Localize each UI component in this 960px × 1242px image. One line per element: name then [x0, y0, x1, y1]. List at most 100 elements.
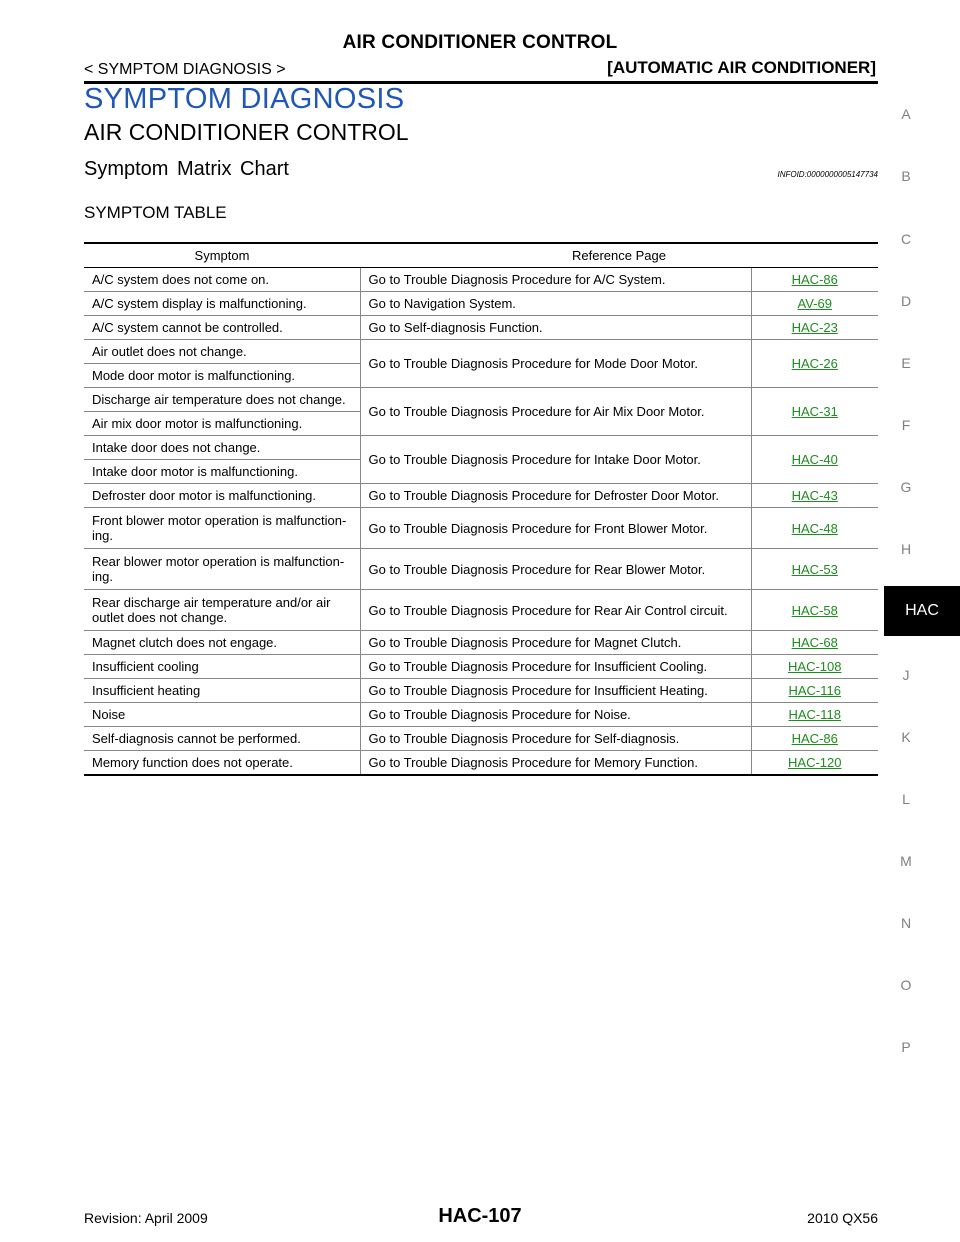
- section-index-k[interactable]: K: [901, 729, 911, 745]
- section-index-l[interactable]: L: [902, 791, 910, 807]
- reference-link[interactable]: HAC-86: [791, 272, 838, 287]
- symptom-cell: A/C system does not come on.: [84, 267, 361, 292]
- reference-link[interactable]: HAC-116: [788, 683, 841, 698]
- reference-link[interactable]: HAC-23: [791, 320, 838, 335]
- reference-link[interactable]: HAC-58: [791, 602, 838, 618]
- symptom-cell: A/C system cannot be controlled.: [84, 315, 361, 340]
- action-cell: Go to Trouble Diagnosis Procedure for Me…: [360, 750, 752, 776]
- table-row: Insufficient cooling Go to Trouble Diagn…: [84, 654, 878, 679]
- reference-link[interactable]: HAC-43: [791, 488, 838, 503]
- action-cell: Go to Trouble Diagnosis Procedure for De…: [360, 483, 752, 508]
- reference-cell: HAC-118: [751, 702, 878, 727]
- symptom-cell: Magnet clutch does not engage.: [84, 630, 361, 655]
- action-cell: Go to Navigation System.: [360, 291, 752, 316]
- reference-cell: HAC-68: [751, 630, 878, 655]
- action-cell: Go to Trouble Diagnosis Procedure for Se…: [360, 726, 752, 751]
- current-section-tab[interactable]: HAC: [884, 586, 960, 636]
- section-index-e[interactable]: E: [901, 355, 911, 371]
- symptom-cell: Self-diagnosis cannot be performed.: [84, 726, 361, 751]
- section-index-d[interactable]: D: [900, 293, 912, 309]
- symptom-cell: Air outlet does not change.: [84, 339, 361, 364]
- reference-cell: HAC-26: [751, 339, 878, 388]
- symptom-cell: Front blower motor operation is malfunct…: [84, 507, 361, 549]
- reference-cell: HAC-58: [751, 589, 878, 631]
- reference-cell: HAC-53: [751, 548, 878, 590]
- section-index-n[interactable]: N: [900, 915, 912, 931]
- section-index-p[interactable]: P: [901, 1039, 911, 1055]
- section-index-h[interactable]: H: [900, 541, 912, 557]
- symptom-cell: A/C system display is malfunctioning.: [84, 291, 361, 316]
- reference-cell: AV-69: [751, 291, 878, 316]
- symptom-cell: Air mix door motor is malfunctioning.: [84, 411, 361, 436]
- current-section-label: HAC: [905, 602, 939, 619]
- table-row: A/C system cannot be controlled. Go to S…: [84, 315, 878, 340]
- action-cell: Go to Trouble Diagnosis Procedure for In…: [360, 678, 752, 703]
- header-system-label: [AUTOMATIC AIR CONDITIONER]: [607, 58, 876, 77]
- action-cell: Go to Trouble Diagnosis Procedure for Fr…: [360, 507, 752, 549]
- reference-link[interactable]: HAC-48: [791, 520, 838, 536]
- reference-link[interactable]: HAC-31: [791, 404, 838, 419]
- action-cell: Go to Trouble Diagnosis Procedure for A/…: [360, 267, 752, 292]
- section-index-g[interactable]: G: [900, 479, 912, 495]
- reference-link[interactable]: HAC-40: [791, 452, 838, 467]
- reference-link[interactable]: HAC-108: [788, 659, 842, 674]
- reference-link[interactable]: HAC-68: [791, 635, 838, 650]
- action-cell: Go to Trouble Diagnosis Procedure for Re…: [360, 548, 752, 590]
- symptom-table: Symptom Reference Page A/C system does n…: [84, 242, 878, 776]
- reference-link[interactable]: HAC-53: [791, 561, 838, 577]
- reference-cell: HAC-86: [751, 267, 878, 292]
- table-row: Defroster door motor is malfunctioning. …: [84, 483, 878, 508]
- subsection-title: AIR CONDITIONER CONTROL: [84, 119, 409, 145]
- table-row: Self-diagnosis cannot be performed. Go t…: [84, 726, 878, 751]
- symptom-cell: Intake door does not change.: [84, 435, 361, 460]
- action-cell: Go to Self-diagnosis Function.: [360, 315, 752, 340]
- table-header-row: Symptom Reference Page: [84, 242, 878, 268]
- table-row: Discharge air temperature does not chang…: [84, 387, 878, 436]
- table-row: Memory function does not operate. Go to …: [84, 750, 878, 776]
- symptom-cell: Insufficient cooling: [84, 654, 361, 679]
- reference-link[interactable]: HAC-86: [791, 731, 838, 746]
- reference-cell: HAC-43: [751, 483, 878, 508]
- section-index-a[interactable]: A: [901, 106, 911, 122]
- info-id: INFOID:0000000005147734: [777, 170, 878, 179]
- symptom-cell: Defroster door motor is malfunctioning.: [84, 483, 361, 508]
- section-index-o[interactable]: O: [900, 977, 912, 993]
- action-cell: Go to Trouble Diagnosis Procedure for In…: [360, 435, 752, 484]
- action-cell: Go to Trouble Diagnosis Procedure for Re…: [360, 589, 752, 631]
- symptom-cell: Memory function does not operate.: [84, 750, 361, 776]
- reference-cell: HAC-86: [751, 726, 878, 751]
- action-cell: Go to Trouble Diagnosis Procedure for In…: [360, 654, 752, 679]
- reference-cell: HAC-108: [751, 654, 878, 679]
- table-row: Mode door motor is malfunctioning.: [84, 363, 878, 388]
- table-row: Intake door does not change. Go to Troub…: [84, 435, 878, 484]
- symptom-cell: Noise: [84, 702, 361, 727]
- table-row: Intake door motor is malfunctioning.: [84, 459, 878, 484]
- table-row: Air mix door motor is malfunctioning.: [84, 411, 878, 436]
- section-index-f[interactable]: F: [901, 417, 911, 433]
- reference-link[interactable]: HAC-118: [788, 707, 841, 722]
- table-row: Insufficient heating Go to Trouble Diagn…: [84, 678, 878, 703]
- table-row: Front blower motor operation is malfunct…: [84, 507, 878, 549]
- table-row: A/C system display is malfunctioning. Go…: [84, 291, 878, 316]
- section-index-c[interactable]: C: [900, 231, 912, 247]
- section-index-j[interactable]: J: [902, 667, 910, 683]
- reference-link[interactable]: HAC-26: [791, 356, 838, 371]
- table-row: Air outlet does not change. Go to Troubl…: [84, 339, 878, 388]
- header-rule: [84, 81, 878, 84]
- table-row: Noise Go to Trouble Diagnosis Procedure …: [84, 702, 878, 727]
- table-row: Magnet clutch does not engage. Go to Tro…: [84, 630, 878, 655]
- reference-column-header: Reference Page: [360, 242, 878, 268]
- table-row: A/C system does not come on. Go to Troub…: [84, 267, 878, 292]
- symptom-cell: Intake door motor is malfunctioning.: [84, 459, 361, 484]
- section-index-m[interactable]: M: [900, 853, 912, 869]
- section-index-b[interactable]: B: [901, 168, 911, 184]
- symptom-cell: Discharge air temperature does not chang…: [84, 387, 361, 412]
- table-title: SYMPTOM TABLE: [84, 203, 227, 222]
- footer-page-number: HAC-107: [438, 1205, 522, 1227]
- reference-link[interactable]: HAC-120: [788, 754, 842, 770]
- action-cell: Go to Trouble Diagnosis Procedure for Ma…: [360, 630, 752, 655]
- reference-link[interactable]: AV-69: [797, 296, 832, 311]
- section-title: SYMPTOM DIAGNOSIS: [84, 83, 405, 115]
- symptom-column-header: Symptom: [84, 242, 360, 268]
- footer-revision: Revision: April 2009: [84, 1210, 208, 1226]
